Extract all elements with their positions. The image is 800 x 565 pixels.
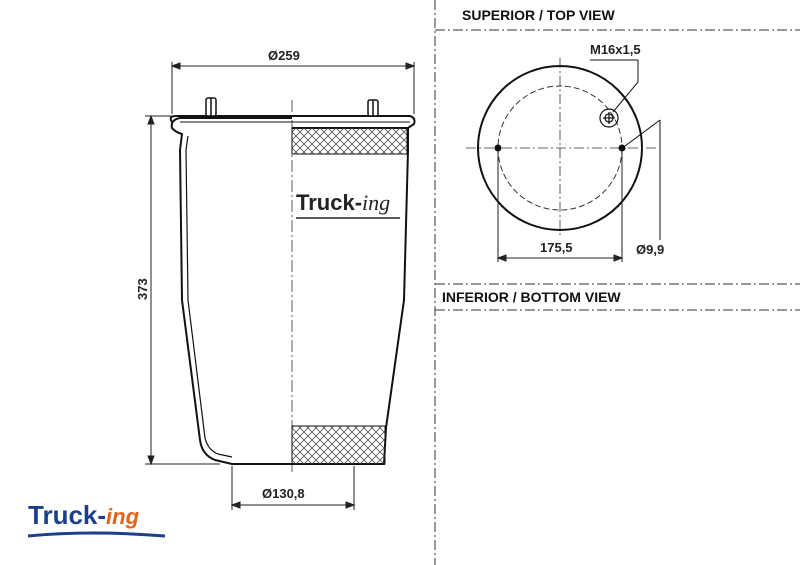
bellows-left-inner [185, 135, 233, 458]
upper-knurl-band [291, 127, 408, 155]
bottom-view-title: INFERIOR / BOTTOM VIEW [442, 289, 621, 305]
height-label: 373 [135, 278, 150, 300]
section-dividers [434, 0, 800, 565]
hole-diameter-label: Ø9,9 [636, 242, 664, 257]
bottom-diameter-label: Ø130,8 [262, 486, 305, 501]
stud-hole-left [494, 144, 502, 152]
stud-spacing-dimension [496, 152, 624, 262]
top-diameter-dimension [170, 62, 416, 114]
top-diameter-label: Ø259 [268, 48, 300, 63]
stud-right [367, 99, 379, 117]
side-elevation: Truck-ing Ø259 373 Ø130,8 [135, 48, 416, 510]
svg-text:Truck-ing: Truck-ing [28, 500, 140, 530]
stud-spacing-label: 175,5 [540, 240, 573, 255]
bellows-left-outline [170, 117, 292, 465]
stud-left [205, 97, 217, 117]
thread-label: M16x1,5 [590, 42, 641, 57]
bellows-right-outline [292, 127, 409, 465]
lower-knurl-band [291, 425, 386, 465]
top-view: M16x1,5 175,5 Ø9,9 [466, 42, 664, 262]
top-view-title: SUPERIOR / TOP VIEW [462, 7, 616, 23]
height-dimension [145, 114, 220, 466]
truck-ing-logo: Truck-ing [27, 500, 166, 538]
stud-hole-right [618, 144, 626, 152]
air-fitting-icon [599, 108, 619, 128]
body-brand: Truck-ing [296, 190, 390, 215]
top-plate [169, 115, 416, 129]
bottom-diameter-dimension [230, 466, 356, 510]
